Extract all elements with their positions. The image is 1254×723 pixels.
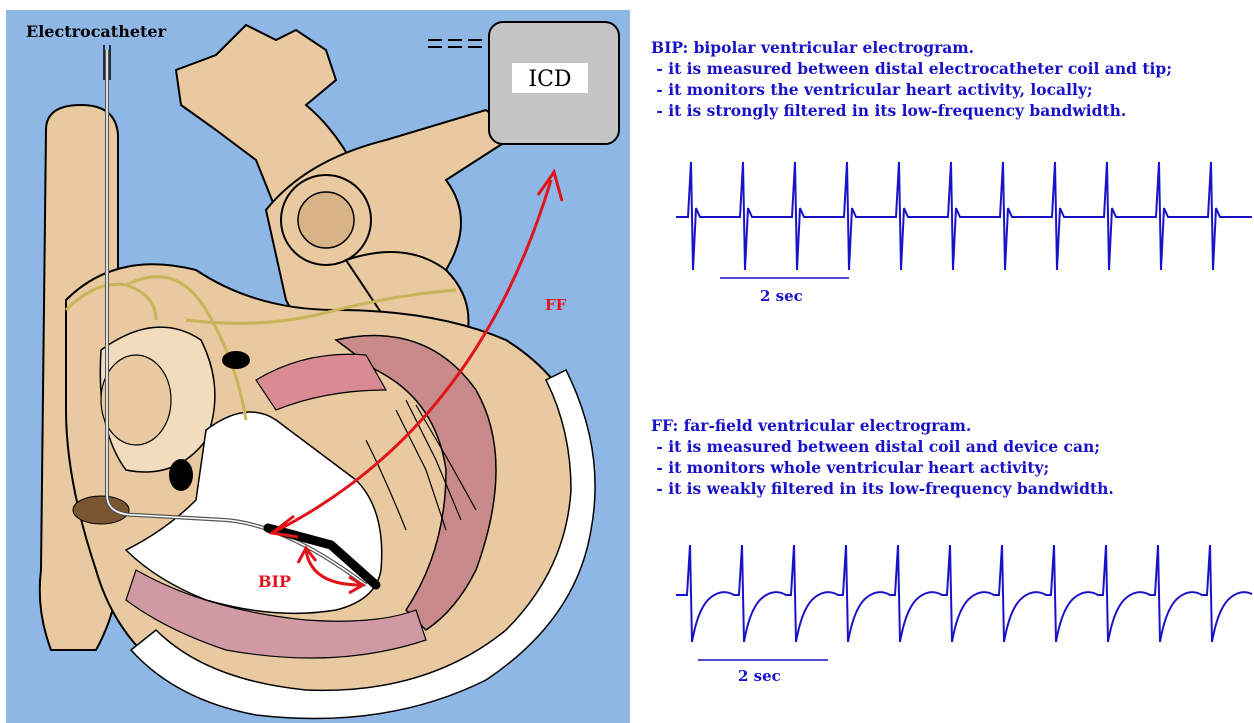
ff-scale-label: 2 sec xyxy=(738,667,781,685)
vessel-lumen xyxy=(298,192,354,248)
bip-item: - it is strongly filtered in its low-fre… xyxy=(651,100,1172,121)
bip-item: - it is measured between distal electroc… xyxy=(651,58,1172,79)
icd-label: ICD xyxy=(528,67,571,92)
bip-scale-label: 2 sec xyxy=(760,287,803,305)
ff-description: FF: far-field ventricular electrogram. -… xyxy=(651,415,1114,499)
valve-dark-2 xyxy=(169,459,193,491)
bip-label: BIP xyxy=(258,572,291,591)
coronary-sinus xyxy=(73,496,129,524)
ff-item: - it is measured between distal coil and… xyxy=(651,436,1114,457)
ff-heading: FF: far-field ventricular electrogram. xyxy=(651,415,1114,436)
ff-item: - it monitors whole ventricular heart ac… xyxy=(651,457,1114,478)
valve-dark xyxy=(222,351,250,369)
ff-waveform xyxy=(676,545,1252,642)
heart-diagram: ICD Electrocatheter FF BIP xyxy=(6,10,630,723)
bip-waveform xyxy=(676,162,1252,270)
bip-description: BIP: bipolar ventricular electrogram. - … xyxy=(651,37,1172,121)
bip-item: - it monitors the ventricular heart acti… xyxy=(651,79,1172,100)
electrocatheter-label: Electrocatheter xyxy=(26,22,167,41)
bip-heading: BIP: bipolar ventricular electrogram. xyxy=(651,37,1172,58)
ff-electrogram-trace xyxy=(676,540,1252,680)
ff-label: FF xyxy=(545,296,567,314)
fossa-ovalis xyxy=(101,355,171,445)
ff-item: - it is weakly filtered in its low-frequ… xyxy=(651,478,1114,499)
